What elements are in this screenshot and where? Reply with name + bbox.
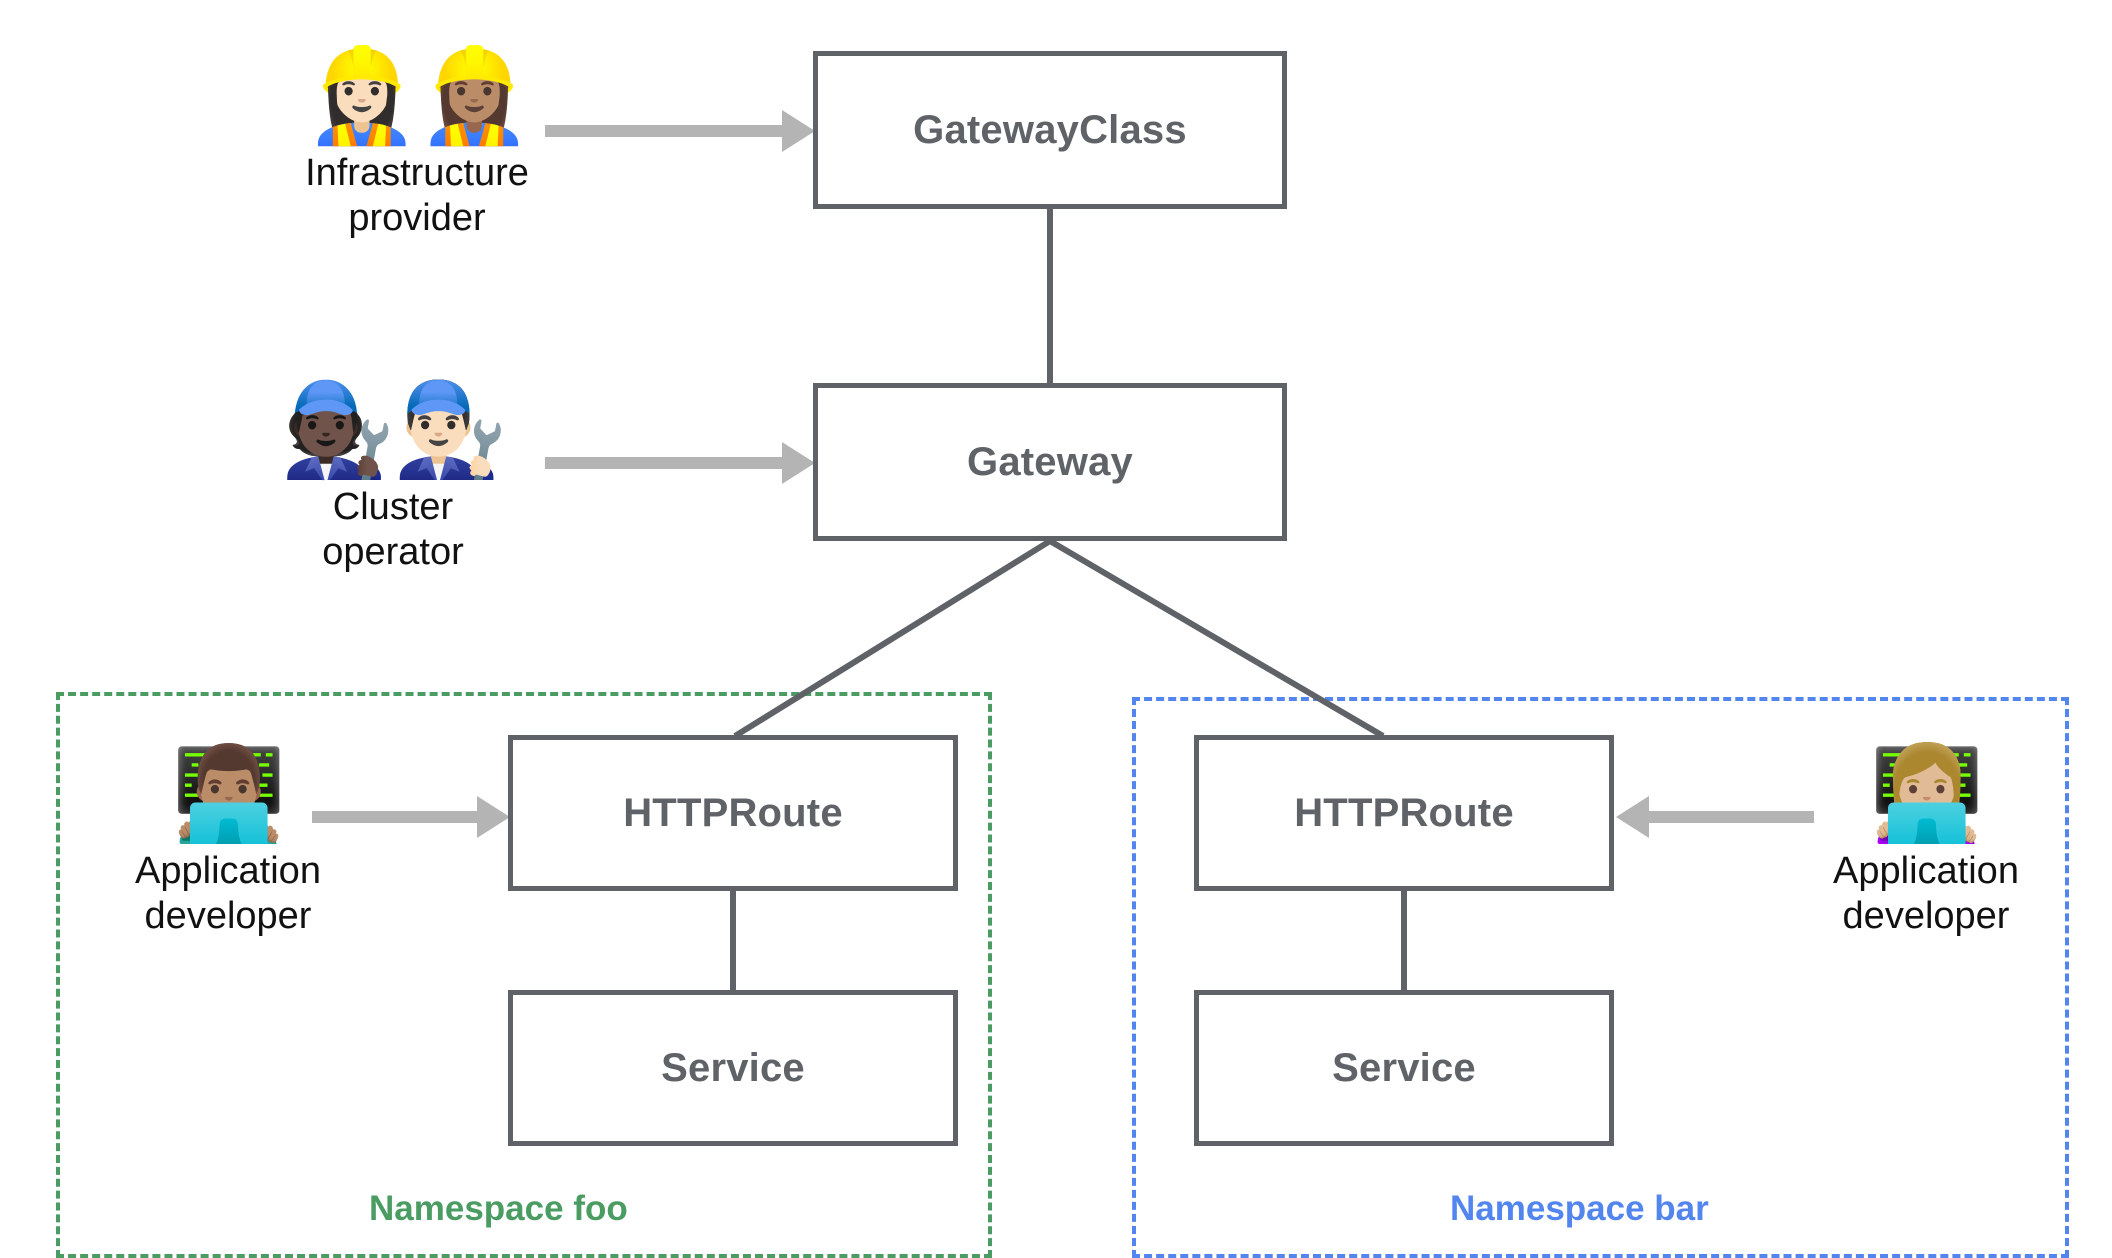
arrow-head-icon	[782, 110, 815, 152]
service-label-bar: Service	[1332, 1045, 1476, 1090]
arrow-head-icon	[1616, 796, 1649, 838]
service-box-foo[interactable]: Service	[508, 990, 958, 1146]
gatewayclass-label: GatewayClass	[913, 107, 1187, 152]
service-label-foo: Service	[661, 1045, 805, 1090]
httproute-box-bar[interactable]: HTTPRoute	[1194, 735, 1614, 891]
connector-httproute-service-bar	[1401, 888, 1407, 993]
actor-label-application-developer-bar: Application developer	[1833, 850, 2019, 938]
gateway-box[interactable]: Gateway	[813, 383, 1287, 541]
service-box-bar[interactable]: Service	[1194, 990, 1614, 1146]
namespace-label-bar: Namespace bar	[1444, 1189, 1715, 1229]
httproute-label-bar: HTTPRoute	[1294, 790, 1514, 835]
arrow-shaft	[545, 125, 782, 137]
technologist-icon: 👨🏽‍💻	[171, 740, 287, 847]
arrow-infrastructure-provider-to-gatewayclass	[545, 110, 815, 152]
actor-infrastructure-provider: 👷🏻‍♀️👷🏽‍♀️ Infrastructure provider	[282, 46, 552, 241]
gateway-label: Gateway	[967, 439, 1133, 484]
arrow-cluster-operator-to-gateway	[545, 442, 815, 484]
httproute-box-foo[interactable]: HTTPRoute	[508, 735, 958, 891]
arrow-shaft	[545, 457, 782, 469]
mechanic-icon: 🧑🏿‍🔧👨🏻‍🔧	[280, 376, 507, 483]
httproute-label-foo: HTTPRoute	[623, 790, 843, 835]
actor-label-application-developer-foo: Application developer	[135, 850, 321, 938]
gatewayclass-box[interactable]: GatewayClass	[813, 51, 1287, 209]
actor-cluster-operator: 🧑🏿‍🔧👨🏻‍🔧 Cluster operator	[268, 380, 518, 575]
actor-application-developer-foo: 👨🏽‍💻 Application developer	[108, 744, 348, 939]
actor-label-infrastructure-provider: Infrastructure provider	[305, 152, 529, 240]
arrow-application-developer-to-httproute-foo	[312, 796, 510, 838]
arrow-head-icon	[782, 442, 815, 484]
actor-application-developer-bar: 👩🏼‍💻 Application developer	[1806, 744, 2046, 939]
namespace-container-bar	[1132, 697, 2069, 1258]
arrow-head-icon	[477, 796, 510, 838]
technologist-icon: 👩🏼‍💻	[1869, 740, 1985, 847]
arrow-application-developer-to-httproute-bar	[1616, 796, 1814, 838]
actor-label-cluster-operator: Cluster operator	[322, 486, 464, 574]
connector-httproute-service-foo	[730, 888, 736, 993]
connector-gatewayclass-gateway	[1047, 206, 1053, 386]
namespace-label-foo: Namespace foo	[363, 1189, 634, 1229]
namespace-container-foo	[56, 692, 992, 1258]
arrow-shaft	[1649, 811, 1814, 823]
arrow-shaft	[312, 811, 477, 823]
construction-worker-icon: 👷🏻‍♀️👷🏽‍♀️	[304, 42, 531, 149]
